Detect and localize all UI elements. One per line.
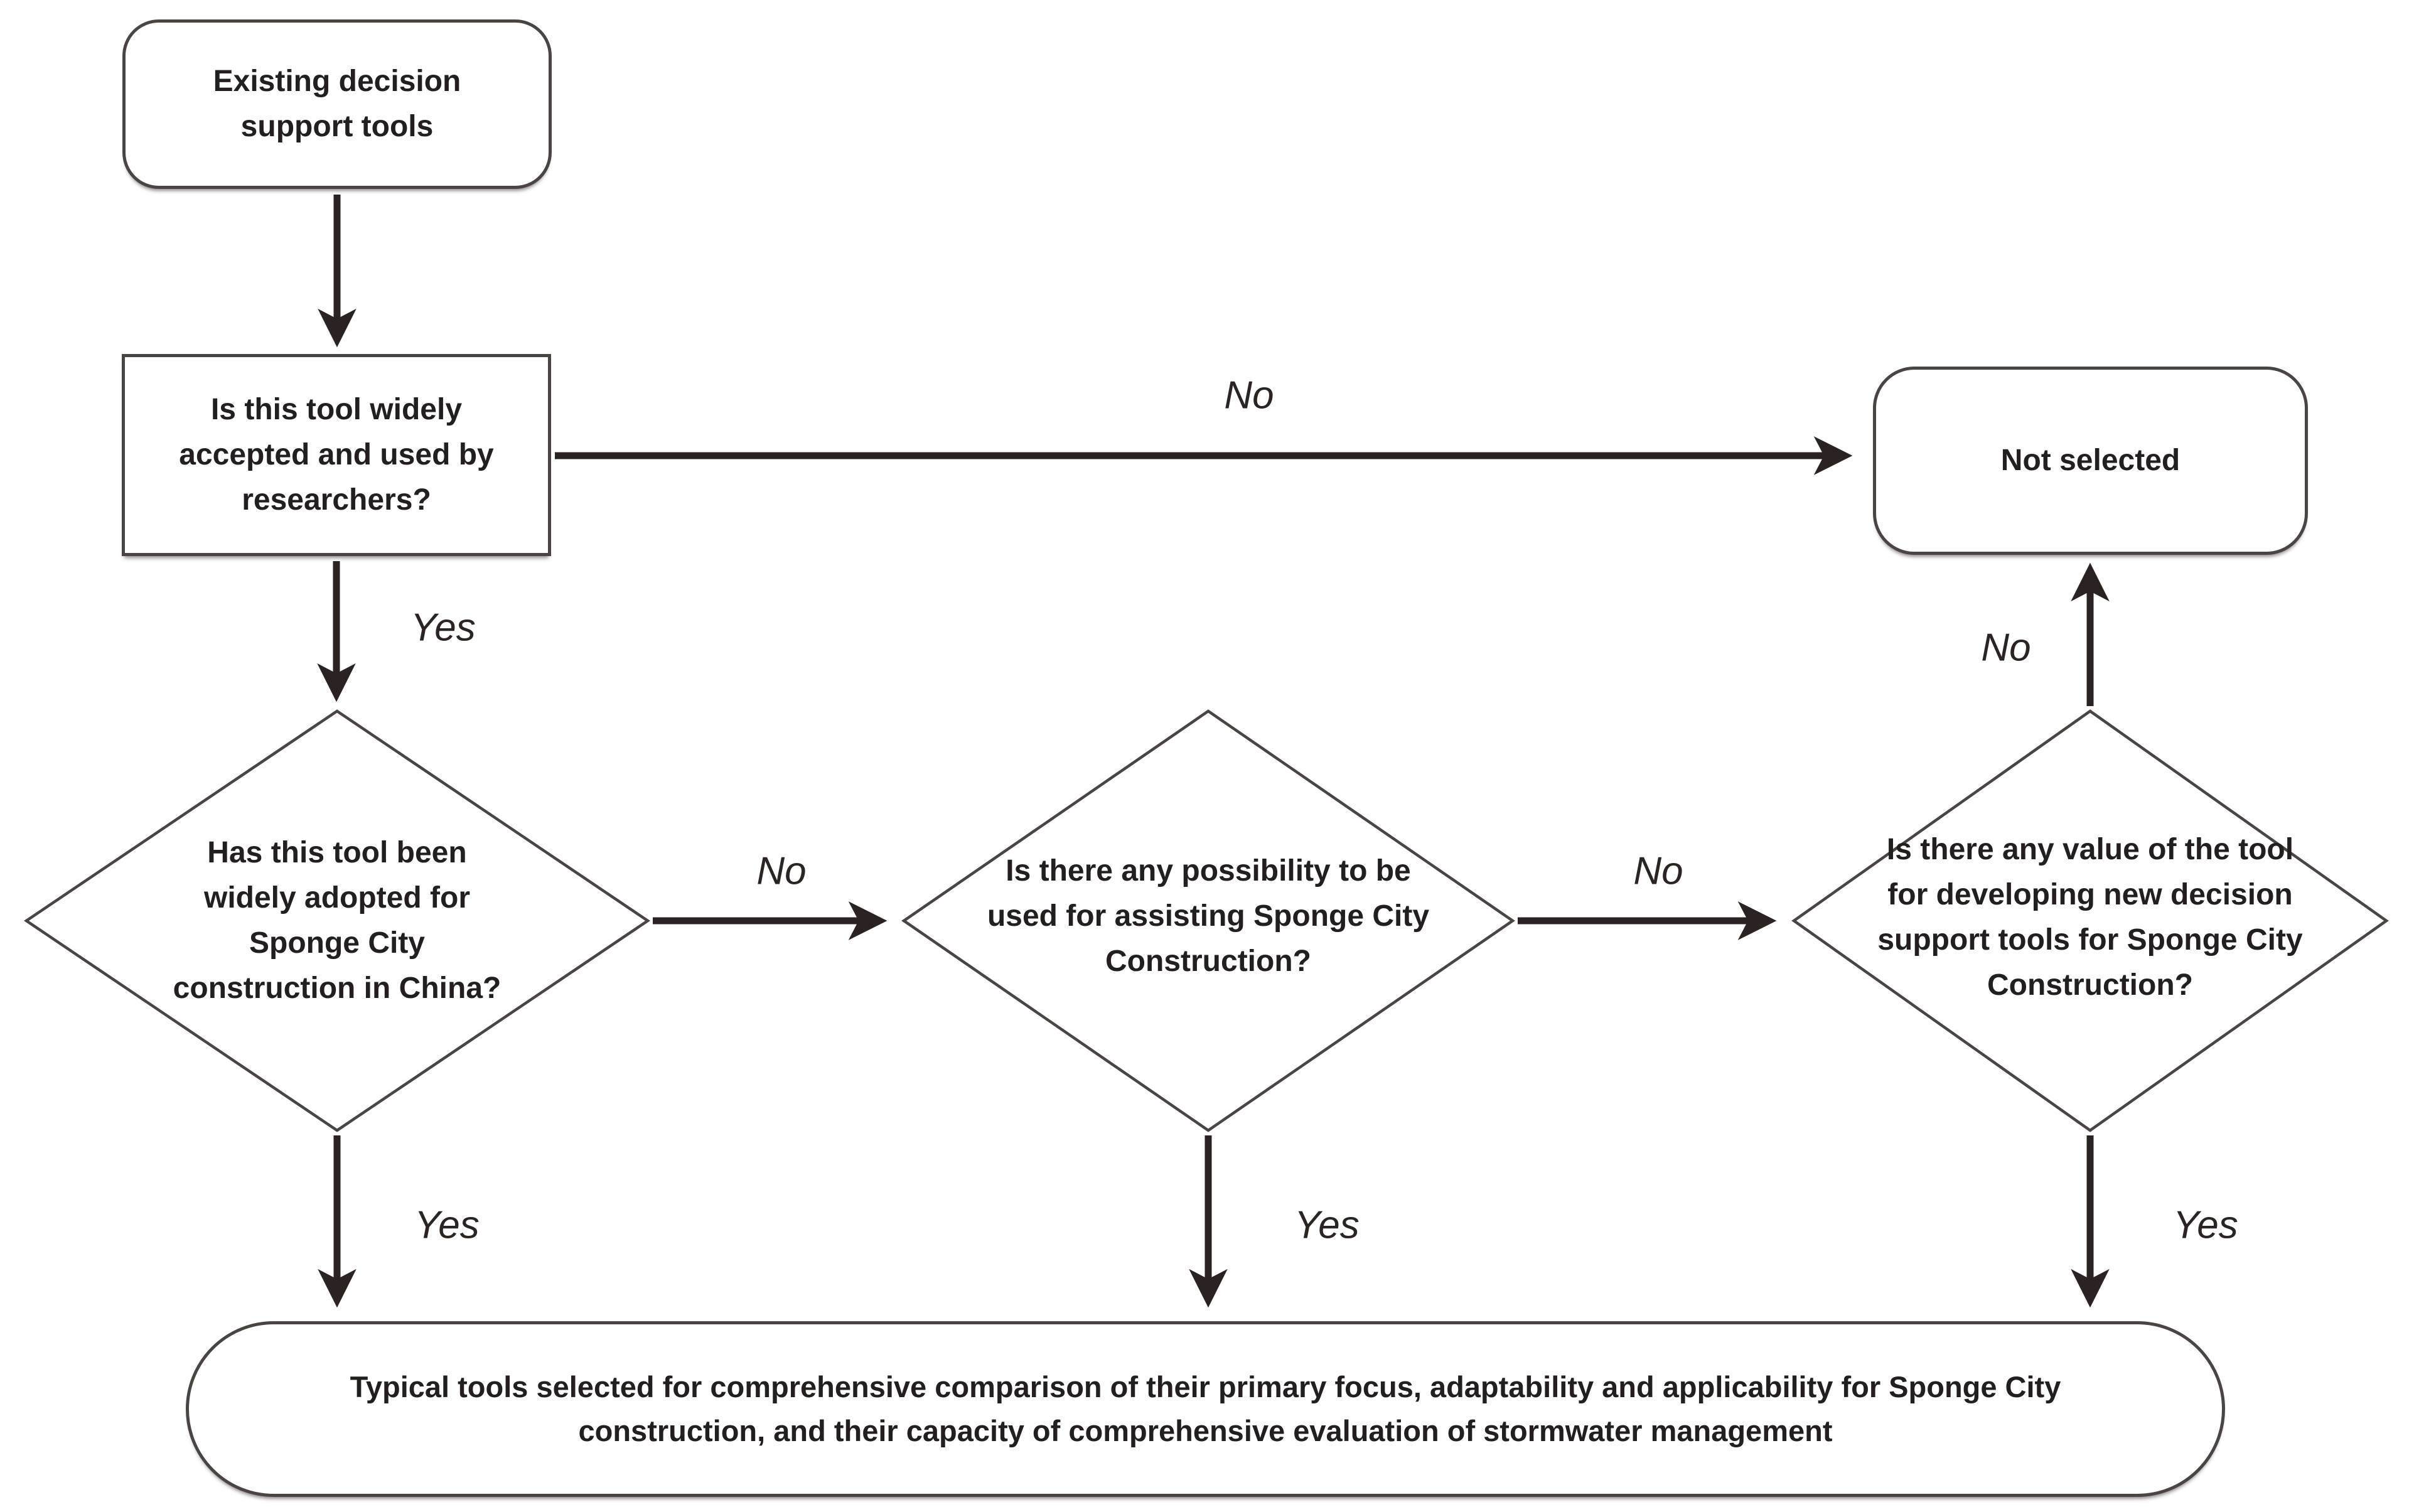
node-typical-tools-selected: Typical tools selected for comprehensive… xyxy=(186,1321,2225,1497)
edge-label-yes-accepted: Yes xyxy=(410,606,476,650)
diamond-q-possibility-shape xyxy=(901,709,1515,1132)
diamond-q-adopted-shape xyxy=(23,709,651,1132)
node-question-possibility-label: Is there any possibility to be used for … xyxy=(987,854,1430,978)
node-question-widely-adopted-label: Has this tool been widely adopted for Sp… xyxy=(173,836,502,1005)
node-question-widely-accepted: Is this tool widely accepted and used by… xyxy=(122,354,551,556)
node-question-value-label: Is there any value of the tool for devel… xyxy=(1877,833,2303,1002)
edge-label-yes-possibility: Yes xyxy=(1294,1203,1360,1247)
edge-label-no-accepted: No xyxy=(1224,373,1274,417)
edge-label-no-adopted: No xyxy=(756,849,807,893)
edge-label-yes-value: Yes xyxy=(2173,1203,2238,1247)
diamond-q-value-shape xyxy=(1791,709,2389,1132)
edge-label-yes-adopted: Yes xyxy=(414,1203,480,1247)
node-existing-tools: Existing decision support tools xyxy=(122,19,552,189)
edge-label-no-possibility: No xyxy=(1633,849,1683,893)
edge-label-no-value: No xyxy=(1981,626,2031,670)
node-not-selected: Not selected xyxy=(1873,367,2308,555)
